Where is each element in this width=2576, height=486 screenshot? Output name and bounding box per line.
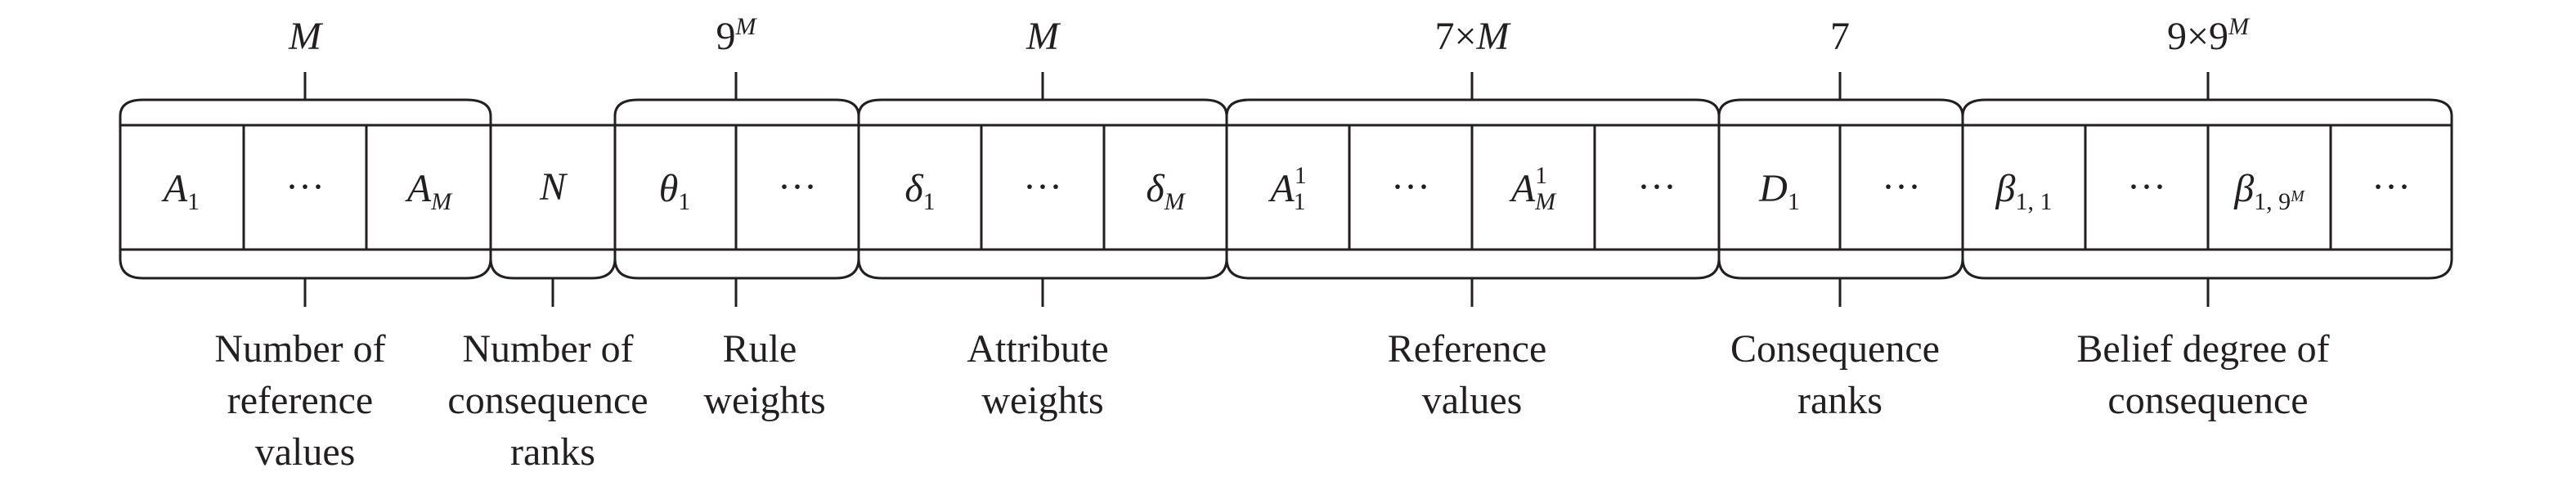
cell-N: N: [539, 165, 568, 209]
bracket-top-attribute-weights: [857, 98, 1228, 125]
caption-reference-values: Reference values: [1388, 327, 1557, 422]
top-label-reference-values-count: M: [288, 15, 324, 58]
bracket-top-reference-values: [1225, 98, 1721, 125]
cell-ellipsis: ···: [2372, 165, 2411, 209]
bracket-top-belief-degree: [1961, 98, 2453, 125]
bracket-bottom-attribute-weights: [857, 250, 1228, 280]
cell-beta-1-1: β1, 1: [1995, 167, 2053, 215]
cell-D1: D1: [1758, 167, 1800, 215]
cell-ellipsis: ···: [1882, 165, 1921, 209]
caption-consequence-ranks: Consequence ranks: [1730, 327, 1950, 422]
cell-ellipsis: ···: [2127, 165, 2166, 209]
bracket-bottom-belief-degree: [1961, 250, 2453, 280]
caption-consequence-ranks-count: Number of consequence ranks: [447, 327, 657, 474]
bracket-bottom-reference-values-count: [119, 250, 492, 280]
cell-delta1: δ1: [904, 167, 935, 215]
bracket-top-consequence-ranks: [1717, 98, 1964, 125]
captions: Number of reference values Number of con…: [214, 327, 2339, 474]
cell-AM: AM: [405, 167, 453, 215]
top-labels: M 9M M 7×M 7 9×9M: [288, 13, 2251, 58]
top-label-rule-weights: 9M: [716, 13, 758, 58]
caption-attribute-weights: Attribute weights: [967, 327, 1118, 422]
cell-theta1: θ1: [659, 167, 691, 215]
top-label-belief-degree: 9×9M: [2167, 13, 2251, 58]
cell-beta-1-9M: β1, 9M: [2233, 167, 2305, 215]
cell-strip: [119, 124, 2453, 251]
cell-ellipsis: ···: [1391, 165, 1430, 209]
bracket-bottom-rule-weights: [613, 250, 860, 280]
bracket-top-rule-weights: [613, 98, 860, 125]
top-brackets: [119, 72, 2453, 125]
caption-rule-weights: Rule weights: [703, 327, 825, 422]
bracket-bottom-consequence-ranks-count: [489, 250, 617, 280]
top-label-reference-values: 7×M: [1434, 15, 1511, 58]
caption-belief-degree: Belief degree of consequence: [2076, 327, 2339, 422]
cell-ellipsis: ···: [1023, 165, 1062, 209]
cell-ellipsis: ···: [1637, 165, 1676, 209]
cell-deltaM: δM: [1146, 167, 1186, 215]
top-label-attribute-weights: M: [1025, 15, 1061, 58]
bracket-top-reference-values-count: [119, 98, 492, 125]
bottom-brackets: [119, 250, 2453, 307]
cell-ellipsis: ···: [778, 165, 817, 209]
cell-ellipsis: ···: [285, 165, 325, 209]
top-label-consequence-ranks: 7: [1830, 15, 1850, 58]
bracket-bottom-reference-values: [1225, 250, 1721, 280]
cell-A1: A1: [161, 167, 200, 215]
bracket-bottom-consequence-ranks: [1717, 250, 1964, 280]
caption-reference-values-count: Number of reference values: [214, 327, 395, 474]
